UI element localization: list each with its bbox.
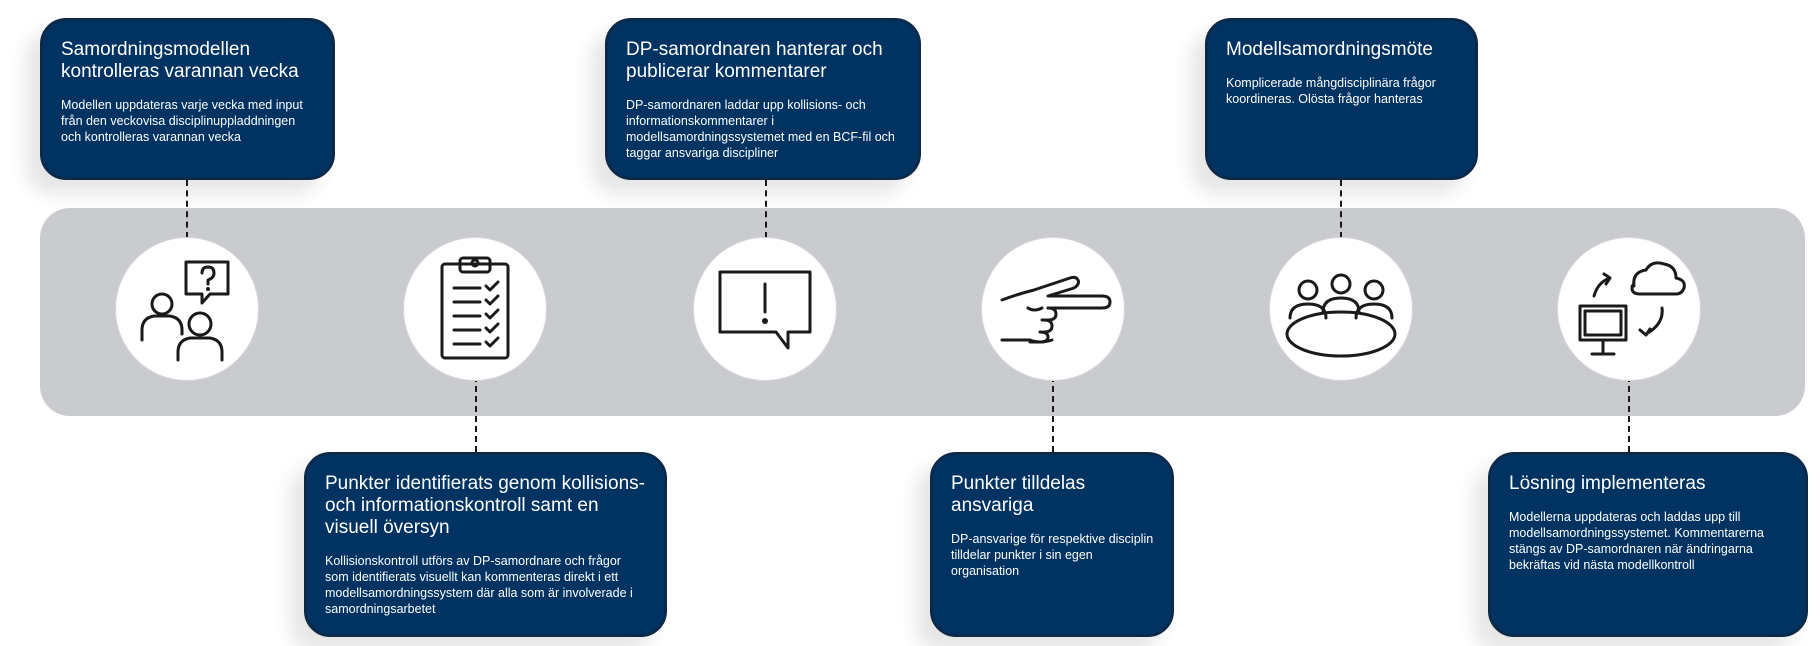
- step-4-description: DP-ansvarige för respektive disciplin ti…: [951, 532, 1154, 578]
- step-2-title: Punkter identifierats genom kollisions- …: [325, 473, 645, 538]
- step-4-card: Punkter tilldelas ansvariga DP-ansvarige…: [930, 452, 1174, 637]
- computer-cloud-sync-icon: [1578, 261, 1686, 356]
- clipboard-checklist-icon: [440, 256, 510, 360]
- step-4-icon-circle: [982, 238, 1124, 380]
- people-question-icon: [140, 260, 230, 362]
- pointing-hand-icon: [1000, 275, 1112, 344]
- step-3-icon-circle: [694, 238, 836, 380]
- meeting-table-icon: [1285, 273, 1397, 358]
- step-6-card: Lösning implementeras Modellerna uppdate…: [1488, 452, 1808, 637]
- step-5-title: Modellsamordningsmöte: [1226, 39, 1433, 60]
- connector-step-2: [475, 376, 477, 452]
- step-5-icon-circle: [1270, 238, 1412, 380]
- connector-step-5: [1340, 180, 1342, 238]
- step-2-description: Kollisionskontroll utförs av DP-samordna…: [325, 554, 633, 616]
- step-5-description: Komplicerade mångdisciplinära frågor koo…: [1226, 76, 1436, 106]
- step-1-title: Samordningsmodellen kontrolleras varanna…: [61, 39, 299, 82]
- connector-step-6: [1628, 376, 1630, 452]
- connector-step-1: [186, 180, 188, 238]
- step-3-title: DP-samordnaren hanterar och publicerar k…: [626, 39, 883, 82]
- exclamation-speech-bubble-icon: [718, 270, 812, 350]
- timeline-band: [40, 208, 1805, 416]
- step-5-card: Modellsamordningsmöte Komplicerade mångd…: [1205, 18, 1478, 180]
- step-2-card: Punkter identifierats genom kollisions- …: [304, 452, 667, 637]
- connector-step-3: [765, 180, 767, 238]
- step-1-card: Samordningsmodellen kontrolleras varanna…: [40, 18, 335, 180]
- step-6-title: Lösning implementeras: [1509, 473, 1706, 494]
- step-4-title: Punkter tilldelas ansvariga: [951, 473, 1086, 516]
- step-6-icon-circle: [1558, 238, 1700, 380]
- step-1-icon-circle: [116, 238, 258, 380]
- step-3-description: DP-samordnaren laddar upp kollisions- oc…: [626, 98, 895, 160]
- step-6-description: Modellerna uppdateras och laddas upp til…: [1509, 510, 1764, 572]
- step-1-description: Modellen uppdateras varje vecka med inpu…: [61, 98, 303, 144]
- step-3-card: DP-samordnaren hanterar och publicerar k…: [605, 18, 921, 180]
- connector-step-4: [1052, 376, 1054, 452]
- step-2-icon-circle: [404, 238, 546, 380]
